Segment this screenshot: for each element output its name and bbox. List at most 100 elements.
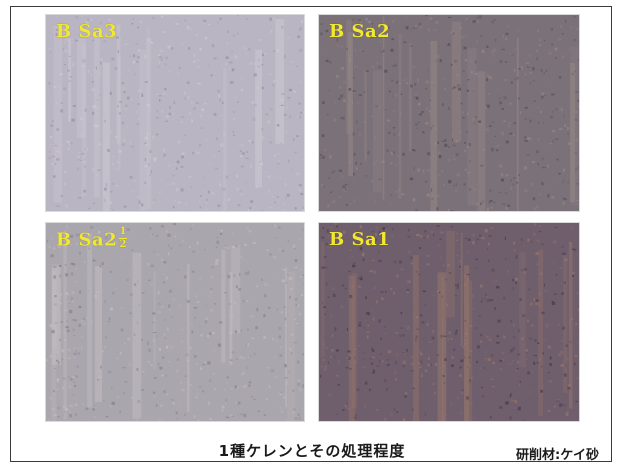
texture-speck (376, 365, 380, 367)
texture-speck (145, 143, 148, 147)
texture-speck (65, 326, 69, 329)
texture-speck (74, 195, 77, 198)
texture-speck (512, 134, 515, 136)
texture-speck (574, 15, 576, 18)
texture-speck (510, 179, 512, 182)
texture-speck (278, 153, 280, 156)
texture-speck (358, 232, 363, 235)
texture-speck (225, 56, 229, 59)
texture-speck (490, 378, 493, 381)
texture-speck (475, 240, 477, 244)
texture-speck (63, 87, 67, 91)
texture-speck (383, 49, 385, 53)
texture-speck (544, 289, 548, 292)
texture-speck (459, 266, 462, 268)
texture-speck (562, 201, 565, 205)
texture-speck (284, 54, 286, 59)
texture-speck (129, 312, 132, 314)
texture-speck (333, 169, 335, 174)
texture-speck (104, 107, 107, 109)
texture-speck (270, 369, 275, 372)
texture-speck (92, 408, 95, 411)
texture-speck (374, 286, 376, 290)
texture-speck (75, 243, 78, 245)
texture-speck (321, 302, 324, 305)
texture-speck (424, 369, 428, 373)
texture-speck (349, 124, 352, 126)
texture-speck (115, 357, 120, 360)
texture-speck (515, 256, 517, 259)
texture-speck (292, 389, 295, 392)
texture-speck (518, 328, 521, 333)
texture-speck (557, 399, 560, 401)
texture-speck (294, 417, 298, 420)
texture-speck (129, 141, 132, 144)
texture-speck (200, 334, 203, 337)
texture-speck (236, 187, 239, 192)
texture-speck (512, 183, 515, 186)
texture-speck (181, 340, 183, 343)
grade-text: B Sa2 (329, 21, 391, 42)
texture-speck (424, 230, 427, 233)
texture-speck (419, 247, 422, 250)
texture-speck (382, 359, 384, 363)
texture-speck (336, 225, 339, 228)
texture-speck (327, 296, 330, 298)
texture-speck (98, 375, 102, 379)
texture-speck (237, 15, 239, 17)
texture-speck (84, 158, 86, 162)
texture-speck (424, 412, 427, 416)
texture-speck (237, 204, 241, 207)
texture-speck (88, 289, 90, 292)
texture-speck (280, 104, 284, 107)
texture-speck (59, 338, 61, 341)
texture-speck (365, 175, 368, 179)
texture-speck (536, 49, 539, 52)
texture-speck (455, 140, 459, 143)
texture-speck (84, 26, 86, 29)
texture-speck (387, 26, 390, 29)
texture-speck (55, 32, 58, 36)
texture-speck (436, 290, 440, 293)
texture-speck (53, 414, 57, 416)
texture-speck (575, 28, 579, 30)
texture-speck (474, 115, 477, 119)
texture-speck (46, 359, 48, 362)
texture-streak (229, 271, 233, 365)
texture-speck (387, 350, 392, 354)
texture-speck (294, 90, 297, 94)
texture-speck (65, 301, 69, 304)
texture-speck (533, 207, 537, 211)
fraction-numerator: 1 (119, 226, 127, 237)
texture-speck (577, 105, 579, 107)
texture-speck (296, 65, 299, 67)
texture-speck (525, 349, 528, 352)
texture-speck (451, 138, 454, 142)
texture-speck (428, 341, 432, 344)
texture-speck (269, 17, 273, 21)
texture-speck (92, 259, 95, 262)
texture-speck (412, 198, 416, 202)
texture-speck (325, 243, 328, 246)
texture-speck (559, 107, 562, 111)
texture-speck (225, 63, 227, 66)
texture-speck (196, 82, 200, 84)
texture-speck (380, 291, 384, 293)
texture-speck (415, 209, 418, 211)
texture-speck (455, 293, 457, 297)
texture-speck (400, 93, 402, 96)
texture-streak (77, 38, 86, 139)
texture-speck (255, 326, 258, 330)
texture-speck (255, 285, 259, 288)
texture-streak (93, 35, 100, 198)
texture-speck (206, 295, 210, 297)
texture-speck (70, 378, 73, 381)
texture-speck (260, 135, 264, 139)
texture-speck (563, 55, 566, 57)
texture-speck (240, 372, 243, 376)
texture-speck (398, 133, 401, 136)
texture-speck (277, 50, 280, 52)
texture-speck (418, 366, 422, 368)
texture-speck (178, 67, 181, 69)
texture-speck (56, 205, 60, 207)
